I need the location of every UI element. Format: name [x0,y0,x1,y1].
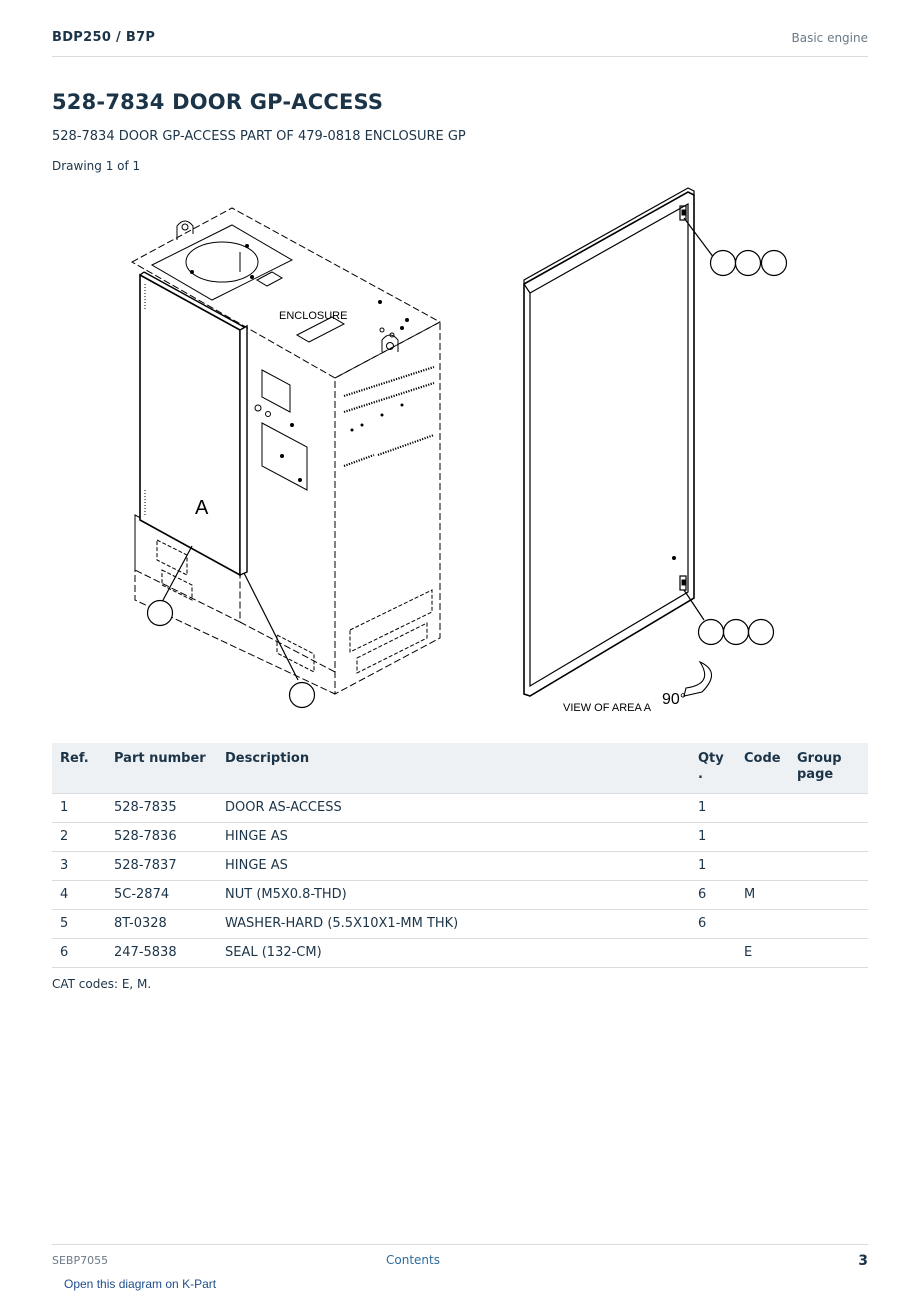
door-view-drawing [523,187,788,697]
cell-ref: 2 [52,822,106,852]
cell-code: M [736,880,789,910]
kpart-link[interactable]: Open this diagram on K-Part [64,1277,217,1291]
table-row: 3 528-7837 HINGE AS 1 [52,851,868,881]
cell-ref: 4 [52,880,106,910]
col-code: Code [736,743,789,794]
cell-code: E [736,938,789,968]
page-title: 528-7834 DOOR GP-ACCESS [52,90,384,114]
drawing-count: Drawing 1 of 1 [52,159,141,173]
cell-part-number: 5C-2874 [106,880,217,910]
col-description: Description [217,743,690,794]
cell-part-number: 528-7835 [106,793,217,823]
cell-part-number: 8T-0328 [106,909,217,939]
footer-doc-code: SEBP7055 [52,1254,109,1267]
cell-group-page [789,880,868,910]
cell-description: NUT (M5X0.8-THD) [217,880,690,910]
enclosure-label: ENCLOSURE [279,310,347,322]
cell-description: HINGE AS [217,851,690,881]
cell-part-number: 528-7837 [106,851,217,881]
cell-ref: 5 [52,909,106,939]
table-row: 2 528-7836 HINGE AS 1 [52,822,868,852]
cell-description: WASHER-HARD (5.5X10X1-MM THK) [217,909,690,939]
diagram-illustration: ENCLOSURE A [130,187,788,714]
cell-qty: 1 [690,793,736,823]
doc-id: BDP250 / B7P [52,30,156,45]
cell-description: DOOR AS-ACCESS [217,793,690,823]
table-row: 1 528-7835 DOOR AS-ACCESS 1 [52,793,868,823]
parts-table: Ref. Part number Description Qty . Code … [52,743,868,968]
cell-code [736,822,789,852]
cell-code [736,793,789,823]
cell-code [736,909,789,939]
cell-ref: 1 [52,793,106,823]
cat-codes-note: CAT codes: E, M. [52,977,152,991]
page-subtitle: 528-7834 DOOR GP-ACCESS PART OF 479-0818… [52,129,466,144]
section-name: Basic engine [791,31,868,45]
table-row: 6 247-5838 SEAL (132-CM) E [52,938,868,968]
cell-qty: 1 [690,822,736,852]
page-header: BDP250 / B7P Basic engine [52,28,868,57]
cell-qty: 6 [690,909,736,939]
col-part-number: Part number [106,743,217,794]
cell-group-page [789,938,868,968]
col-qty: Qty . [690,743,736,794]
contents-link[interactable]: Contents [386,1253,440,1267]
area-a-label: A [195,497,209,519]
col-group-page: Group page [789,743,868,794]
cell-group-page [789,851,868,881]
cell-code [736,851,789,881]
page-footer: SEBP7055 Contents 3 [52,1244,868,1285]
cell-group-page [789,822,868,852]
cell-part-number: 247-5838 [106,938,217,968]
rotation-label: 90° [662,691,686,708]
cell-part-number: 528-7836 [106,822,217,852]
cell-ref: 6 [52,938,106,968]
cell-qty [690,938,736,968]
cell-qty: 6 [690,880,736,910]
table-row: 4 5C-2874 NUT (M5X0.8-THD) 6 M [52,880,868,910]
cell-group-page [789,909,868,939]
page-number: 3 [858,1253,868,1269]
col-ref: Ref. [52,743,106,794]
enclosure-drawing [130,207,442,709]
cell-description: SEAL (132-CM) [217,938,690,968]
cell-group-page [789,793,868,823]
view-of-area-label: VIEW OF AREA A [563,702,652,714]
cell-ref: 3 [52,851,106,881]
parts-diagram: ENCLOSURE A [52,180,868,725]
table-row: 5 8T-0328 WASHER-HARD (5.5X10X1-MM THK) … [52,909,868,939]
table-header-row: Ref. Part number Description Qty . Code … [52,743,868,794]
cell-qty: 1 [690,851,736,881]
rotation-arrow-icon [683,660,713,697]
cell-description: HINGE AS [217,822,690,852]
